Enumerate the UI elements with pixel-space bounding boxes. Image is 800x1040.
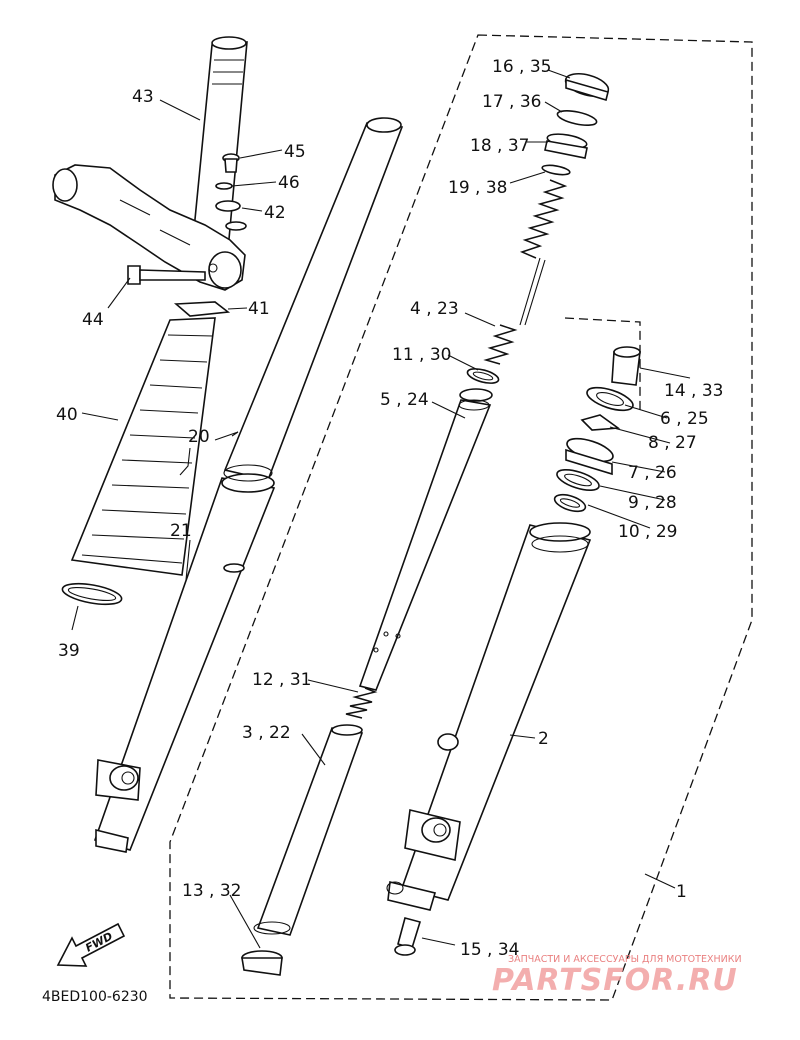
label-19-38: 19 , 38 [448,178,507,198]
label-46: 46 [278,173,300,193]
label-44: 44 [82,310,104,330]
label-11-30: 11 , 30 [392,345,451,365]
fork-cap-16-35 [564,72,610,102]
steering-stem [191,36,248,251]
collar-42 [215,200,247,231]
label-8-27: 8 , 27 [648,433,697,453]
label-4-23: 4 , 23 [410,299,459,319]
label-39: 39 [58,641,80,661]
label-10-29: 10 , 29 [618,522,677,542]
label-16-35: 16 , 35 [492,57,551,77]
dust-seal-6-25 [586,386,634,412]
bolt-45 [222,153,240,173]
label-7-26: 7 , 26 [628,463,677,483]
inner-tube-20 [223,117,404,481]
watermark-tagline: ЗАПЧАСТИ И АКСЕССУАРЫ ДЛЯ МОТОТЕХНИКИ [508,954,742,965]
outer-tube-21 [93,464,276,853]
assembly-outline-2 [564,317,641,410]
label-20: 20 [188,427,210,447]
damper-rod-5-24 [358,388,493,691]
label-15-34: 15 , 34 [460,940,519,960]
label-3-22: 3 , 22 [242,723,291,743]
washer-46 [215,182,233,190]
outer-tube-2 [386,522,592,911]
part-labels: 1 2 3 , 22 4 , 23 5 , 24 6 , 25 7 , 26 8… [56,57,723,960]
clip-8-27 [580,414,621,431]
label-14-33: 14 , 33 [664,381,723,401]
label-9-28: 9 , 28 [628,493,677,513]
label-6-25: 6 , 25 [660,409,709,429]
collar-13-32 [241,950,283,976]
label-17-36: 17 , 36 [482,92,541,112]
oil-seal-7-26 [565,437,614,476]
bolt-15-34 [394,917,422,956]
label-1: 1 [676,882,687,902]
label-42: 42 [264,203,286,223]
fwd-direction-arrow: FWD [56,922,126,967]
band-41 [173,301,231,317]
watermark: ЗАПЧАСТИ И АКСЕССУАРЫ ДЛЯ МОТОТЕХНИКИ PA… [492,954,742,998]
leader-lines [71,69,691,949]
fork-spring [483,179,568,365]
fork-boot-40 [70,317,216,576]
label-5-24: 5 , 24 [380,390,429,410]
pinch-bolt-44 [127,265,206,285]
washer-9-28 [556,468,600,492]
label-40: 40 [56,405,78,425]
bushing-14-33 [611,346,641,386]
label-18-37: 18 , 37 [470,136,529,156]
oring-19-38 [541,164,571,176]
assembly-outline-1 [169,34,753,1001]
clamp-39 [61,582,123,606]
label-21: 21 [170,521,192,541]
diagram-code: 4BED100-6230 [42,989,148,1005]
label-2: 2 [538,729,549,749]
under-bracket [52,164,246,291]
label-41: 41 [248,299,270,319]
label-13-32: 13 , 32 [182,881,241,901]
tube-3-22 [253,724,364,936]
rebound-spring-12-31 [345,687,378,719]
watermark-brand: PARTSFOR.RU [492,963,738,998]
piston-ring-11-30 [466,368,500,384]
circlip-17-36 [556,110,598,126]
label-45: 45 [284,142,306,162]
label-12-31: 12 , 31 [252,670,311,690]
bushing-10-29 [553,493,587,513]
label-43: 43 [132,87,154,107]
cap-bolt-18-37 [544,133,588,159]
